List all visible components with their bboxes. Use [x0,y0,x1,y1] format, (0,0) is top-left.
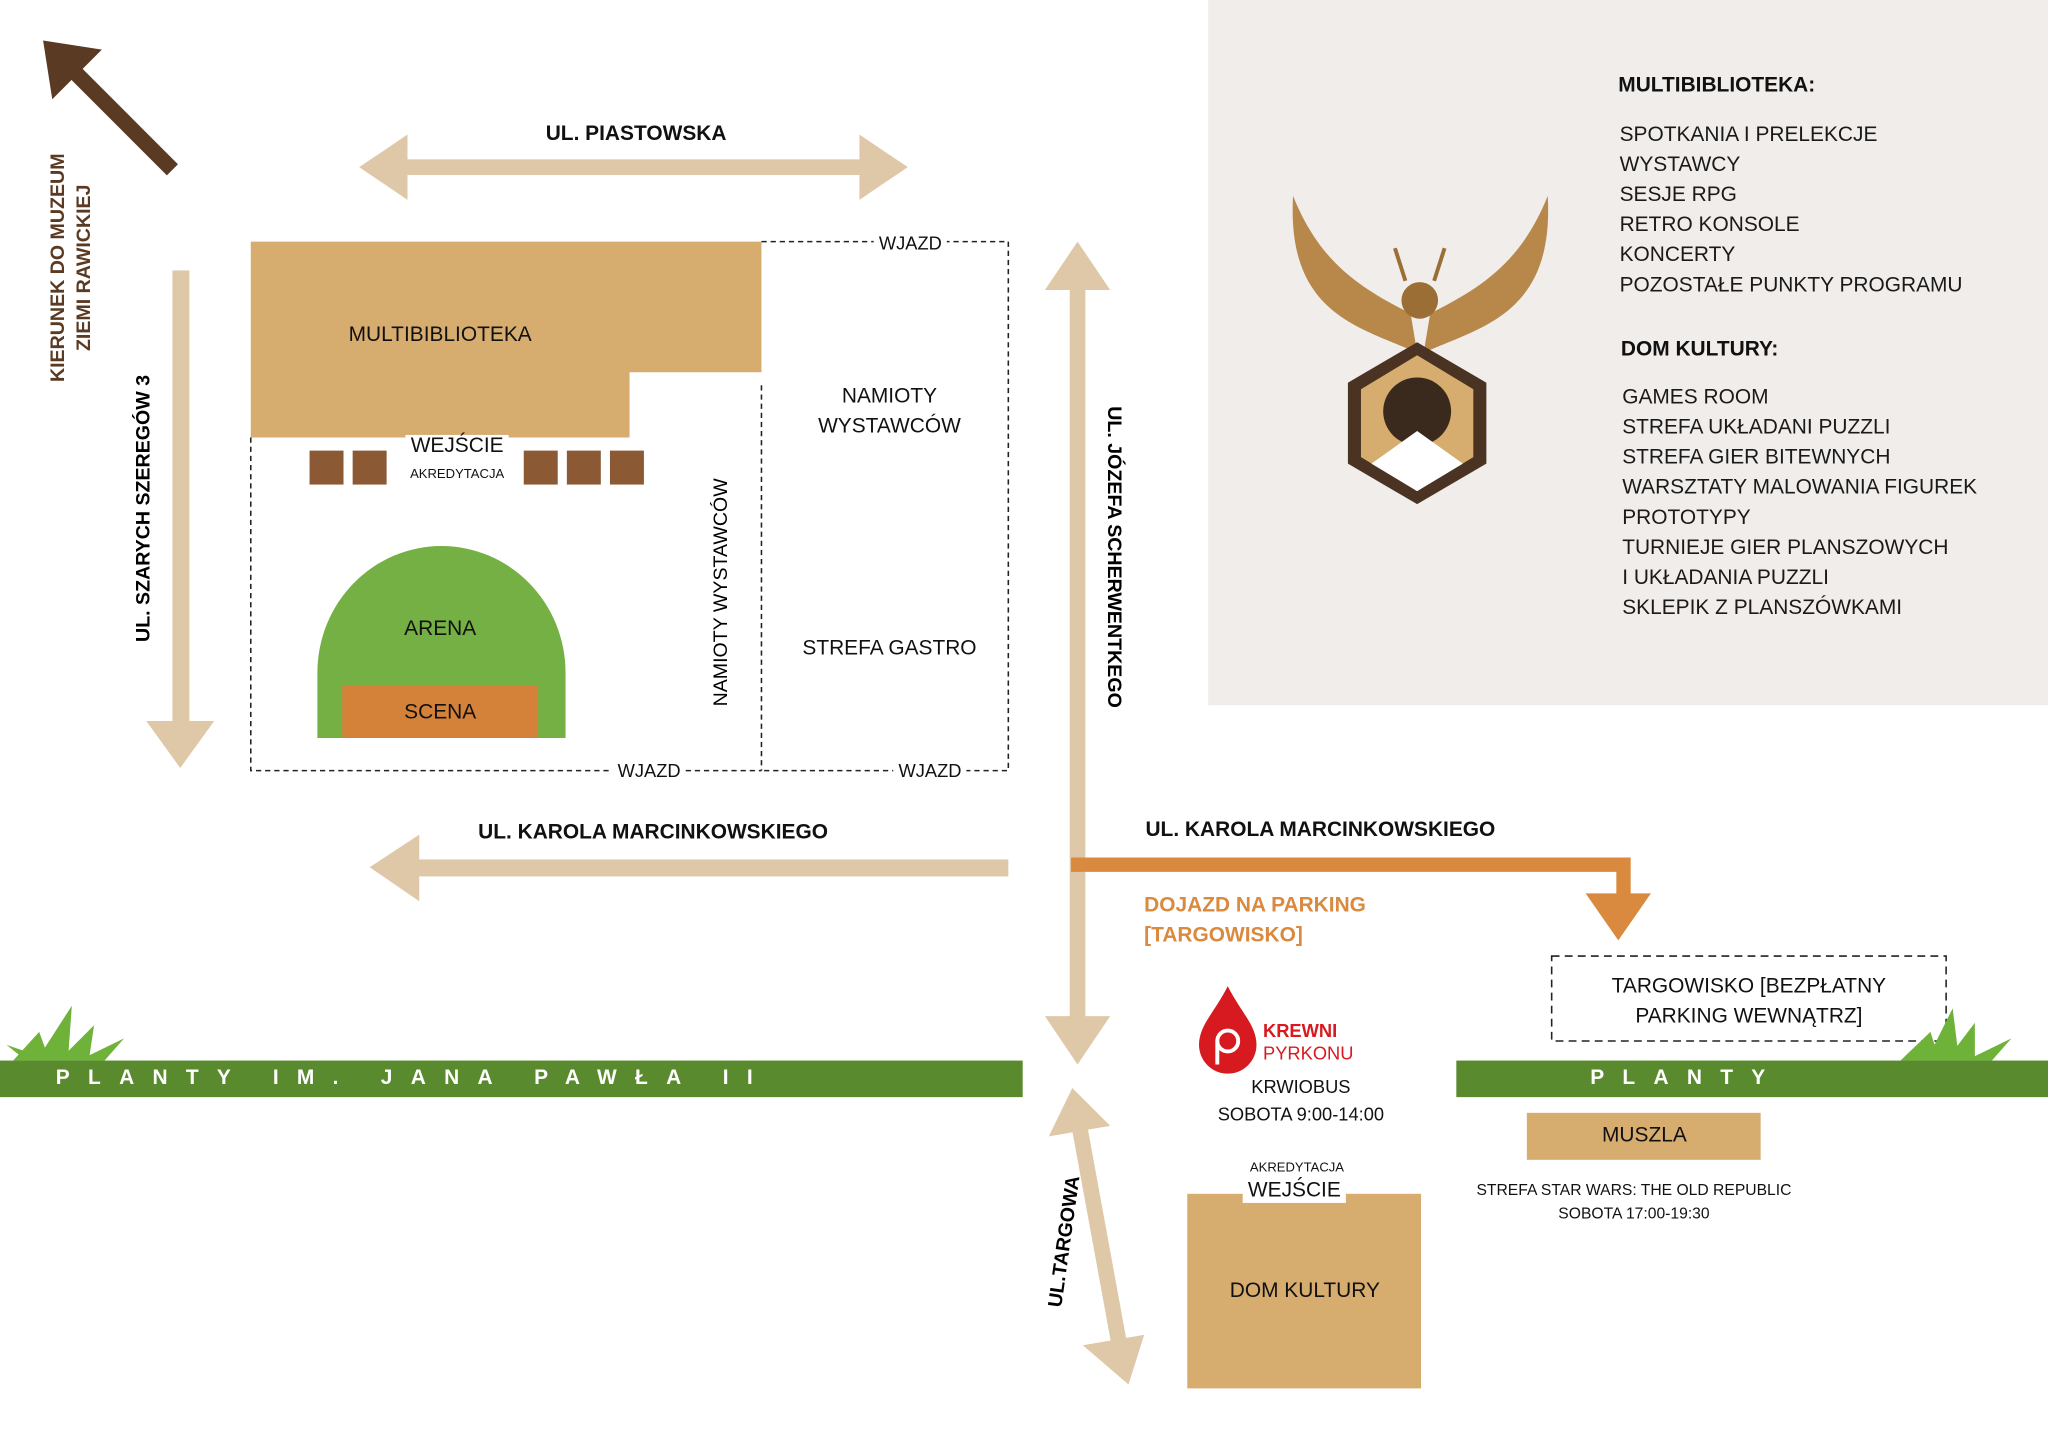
szarych-arrow [146,270,215,768]
entrance-label[interactable]: WEJŚCIE [405,434,509,459]
scherwentkego-arrow [1044,241,1111,1065]
street-scherwentkego: UL. JÓZEFA SCHERWENTKEGO [1103,406,1126,708]
scena-label: SCENA [404,701,477,724]
dom-kultury-program-list: GAMES ROOM STREFA UKŁADANI PUZZLI STREFA G… [1622,383,1977,623]
gate-bottom-left: WJAZD [612,760,686,782]
planty-left-label: PLANTY IM. JANA PAWŁA II [55,1067,771,1090]
krwiobus-time: SOBOTA 9:00-14:00 [1217,1103,1385,1125]
program-item: TURNIEJE GIER PLANSZOWYCH [1622,536,1949,560]
direction-line1: KIERUNEK DO MUZEUM [47,153,70,383]
gate-top: WJAZD [873,232,948,254]
direction-line2: ZIEMI RAWICKIEJ [73,184,96,352]
program-item: SKLEPIK Z PLANSZÓWKAMI [1622,596,1903,620]
dom-kultury-building [1187,1193,1422,1389]
parking-directions: DOJAZD NA PARKING [TARGOWISKO] [1144,891,1366,951]
arena-label: ARENA [404,617,477,640]
piastowska-arrow [359,134,908,200]
planty-left-bar: PLANTY IM. JANA PAWŁA II [0,1060,1023,1098]
program-item: STREFA GIER BITEWNYCH [1622,446,1891,469]
program-item: SESJE RPG [1619,184,1737,207]
parking-directions-line1: DOJAZD NA PARKING [1144,894,1366,917]
direction-arrow-icon [43,40,178,176]
muszla-info-line2: SOBOTA 17:00-19:30 [1558,1204,1710,1223]
exhibitor-tents-line2: WYSTAWCÓW [818,415,961,438]
multibiblioteka-program-list: SPOTKANIA I PRELEKCJE WYSTAWCY SESJE RPG RE… [1620,120,1963,300]
scena-shape [342,685,539,738]
grass-icon [1900,1008,2012,1061]
multibiblioteka-label: MULTIBIBLIOTEKA [348,323,532,347]
street-szarych: UL. SZARYCH SZEREGÓW 3 [132,374,155,642]
stalls [309,450,644,485]
muszla-building [1526,1112,1761,1160]
exhibitor-tents-vertical: NAMIOTY WYSTAWCÓW [709,478,733,707]
parking-route-arrow [1071,857,1651,941]
program-item: I UKŁADANIA PUZZLI [1622,566,1829,590]
multibiblioteka-program-title: MULTIBIBLIOTEKA: [1618,74,1816,97]
food-zone-label: STREFA GASTRO [802,637,977,660]
street-marcinkowskiego-right: UL. KAROLA MARCINKOWSKIEGO [1145,818,1496,842]
program-item: KONCERTY [1619,244,1736,267]
targowisko-line2: PARKING WEWNĄTRZ] [1635,1005,1863,1028]
multibiblioteka-building [250,241,762,438]
program-item: SPOTKANIA I PRELEKCJE [1619,124,1878,147]
targowa-arrow [1048,1087,1145,1385]
street-piastowska: UL. PIASTOWSKA [545,122,727,145]
targowisko-parking-box: TARGOWISKO [BEZPŁATNY PARKING WEWNĄTRZ] [1612,972,1886,1032]
program-item: PROTOTYPY [1622,506,1751,529]
muszla-info: STREFA STAR WARS: THE OLD REPUBLIC SOBOT… [1476,1178,1791,1225]
planty-right-bar: PLANTY [1456,1060,2048,1098]
accreditation-label: AKREDYTACJA [410,467,505,482]
pyrkon-emblem-icon [1292,195,1549,505]
gate-bottom-right: WJAZD [893,760,967,782]
program-item: GAMES ROOM [1622,386,1769,409]
dk-entrance-label[interactable]: WEJŚCIE [1242,1179,1347,1203]
krwiobus-info: KRWIOBUS SOBOTA 9:00-14:00 [1218,1074,1384,1129]
dom-kultury-program-title: DOM KULTURY: [1620,338,1779,361]
program-panel [1208,0,2048,706]
program-item: WARSZTATY MALOWANIA FIGUREK [1622,476,1978,499]
krewni-logo-line1: KREWNI [1263,1020,1338,1041]
program-item: WYSTAWCY [1619,154,1741,177]
krewni-logo-line2: PYRKONU [1263,1042,1354,1064]
exhibitor-tents-label: NAMIOTY WYSTAWCÓW [818,381,961,441]
program-item: POZOSTAŁE PUNKTY PROGRAMU [1619,274,1963,297]
street-marcinkowskiego-left: UL. KAROLA MARCINKOWSKIEGO [478,821,828,844]
krewni-pyrkonu-logo-icon [1199,986,1257,1074]
krewni-logo-text: KREWNI PYRKONU [1263,1020,1353,1064]
program-item: STREFA UKŁADANI PUZZLI [1622,416,1891,439]
krwiobus-name: KRWIOBUS [1251,1076,1351,1098]
muszla-info-line1: STREFA STAR WARS: THE OLD REPUBLIC [1476,1180,1792,1200]
muszla-label: MUSZLA [1602,1124,1687,1147]
targowisko-line1: TARGOWISKO [BEZPŁATNY [1611,975,1887,998]
exhibitor-tents-line1: NAMIOTY [841,385,938,408]
grass-icon [6,1005,125,1061]
program-item: RETRO KONSOLE [1619,214,1800,237]
parking-directions-line2: [TARGOWISKO] [1144,924,1303,947]
direction-label: KIERUNEK DO MUZEUM ZIEMI RAWICKIEJ [46,137,98,398]
planty-right-label: PLANTY [1590,1067,1784,1090]
dk-accreditation-label: AKREDYTACJA [1249,1161,1345,1176]
marcinkowskiego-arrow [369,834,1009,902]
dom-kultury-label: DOM KULTURY [1229,1279,1380,1303]
